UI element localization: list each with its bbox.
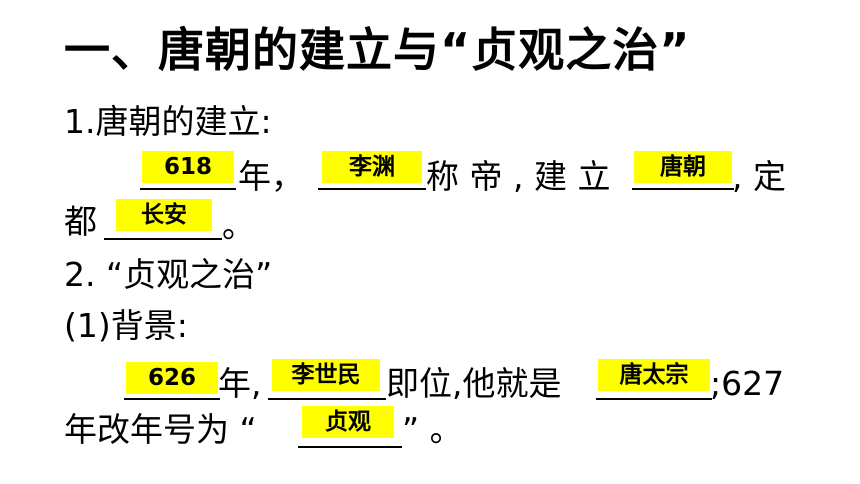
- answer-dynasty: 唐朝: [634, 151, 732, 183]
- answer-year-618: 618: [142, 151, 234, 183]
- text-gainianhao: 年改年号为 “: [64, 410, 257, 449]
- blank-capital: [104, 238, 222, 240]
- page-title: 一、唐朝的建立与“贞观之治”: [64, 23, 691, 77]
- text-ding: , 定: [732, 157, 786, 196]
- text-chengdi-jianli: 称 帝 , 建 立: [426, 157, 611, 196]
- blank-year-626: [124, 398, 220, 400]
- section1-heading: 1.唐朝的建立:: [64, 102, 272, 141]
- text-nian-2: 年,: [218, 364, 262, 403]
- blank-founder: [318, 188, 426, 190]
- answer-year-626: 626: [126, 362, 218, 394]
- answer-temple-name: 唐太宗: [598, 359, 710, 391]
- text-close-quote: ” 。: [402, 410, 463, 449]
- answer-founder: 李渊: [322, 151, 422, 183]
- section2-subheading: (1)背景:: [64, 306, 188, 345]
- blank-year: [140, 188, 236, 190]
- answer-emperor: 李世民: [272, 359, 380, 391]
- section2-heading: 2. “贞观之治”: [64, 255, 273, 294]
- text-nian: 年，: [238, 157, 304, 196]
- text-jiwei: 即位,他就是: [386, 364, 562, 403]
- blank-dynasty: [632, 188, 734, 190]
- text-du: 都: [64, 202, 97, 241]
- text-period: 。: [222, 206, 255, 245]
- blank-temple-name: [596, 398, 712, 400]
- answer-era: 贞观: [302, 406, 394, 438]
- blank-emperor: [268, 398, 386, 400]
- answer-capital: 长安: [116, 199, 212, 231]
- text-627: ;627: [710, 364, 785, 403]
- blank-era: [298, 446, 402, 448]
